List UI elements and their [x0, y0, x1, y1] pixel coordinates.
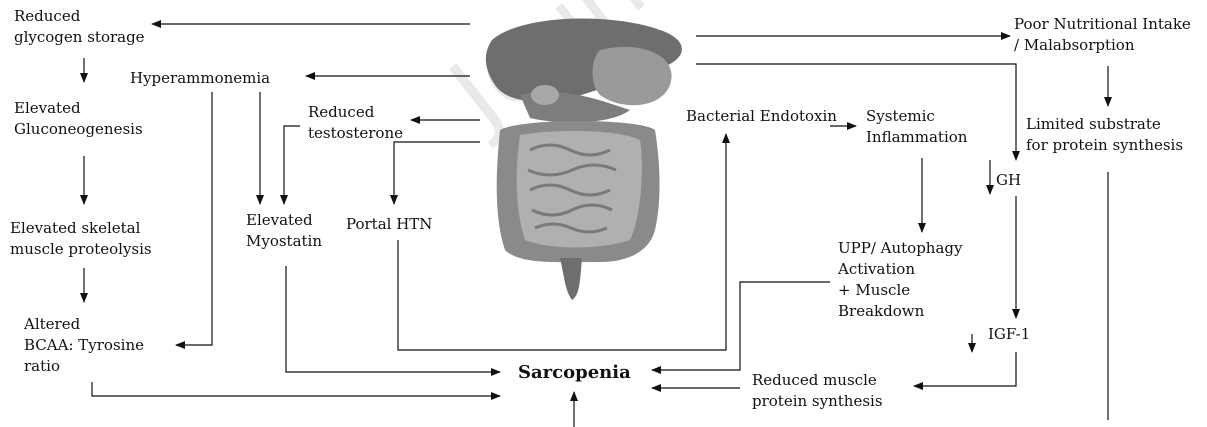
label-gh: GH: [996, 170, 1021, 191]
arrow-upp-to-sarcopenia: [652, 282, 830, 370]
arrow-igf1-to-synthesis: [914, 352, 1016, 386]
label-sarcopenia: Sarcopenia: [518, 362, 631, 383]
label-reduced-testosterone: Reduced testosterone: [308, 102, 403, 144]
label-upp-autophagy: UPP/ Autophagy Activation + Muscle Break…: [838, 238, 962, 322]
label-reduced-synthesis: Reduced muscle protein synthesis: [752, 370, 883, 412]
arrow-myostatin-to-sarcopenia: [286, 266, 500, 372]
label-hyperammonemia: Hyperammonemia: [130, 68, 270, 89]
arrow-organ-to-portal-htn: [394, 142, 480, 204]
label-altered-bcaa: Altered BCAA: Tyrosine ratio: [24, 314, 144, 377]
label-systemic-inflammation: Systemic Inflammation: [866, 106, 967, 148]
label-portal-htn: Portal HTN: [346, 214, 432, 235]
arrow-bcaa-to-sarcopenia: [92, 382, 500, 396]
label-limited-substrate: Limited substrate for protein synthesis: [1026, 114, 1183, 156]
label-poor-nutrition: Poor Nutritional Intake / Malabsorption: [1014, 14, 1191, 56]
arrow-hyperammonemia-to-bcaa: [176, 92, 212, 345]
arrow-testosterone-to-myostatin: [284, 126, 300, 204]
arrow-portal-to-endotoxin: [398, 134, 726, 350]
label-elevated-myostatin: Elevated Myostatin: [246, 210, 322, 252]
label-reduced-glycogen: Reduced glycogen storage: [14, 6, 145, 48]
label-elevated-gluconeogenesis: Elevated Gluconeogenesis: [14, 98, 143, 140]
label-bacterial-endotoxin: Bacterial Endotoxin: [686, 106, 837, 127]
label-igf1: IGF-1: [988, 324, 1030, 345]
label-elevated-proteolysis: Elevated skeletal muscle proteolysis: [10, 218, 152, 260]
